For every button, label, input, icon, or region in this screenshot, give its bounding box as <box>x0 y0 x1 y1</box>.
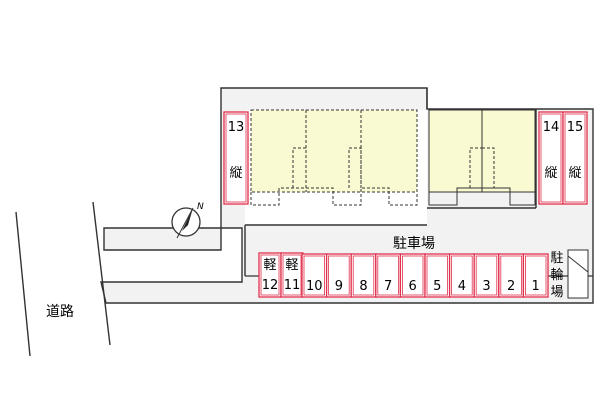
parking-space-14-inner <box>540 113 562 203</box>
parking-space-15-kind: 縦 <box>568 166 581 181</box>
parking-space-6-inner <box>401 255 424 296</box>
parking-space-7-inner <box>377 255 399 296</box>
parking-spaces: 13 縦 14 縦 15 縦軽 12 軽 11 10 9 8 7 6 5 4 3 2 1 <box>223 111 588 298</box>
building-west <box>250 109 418 206</box>
parking-space-5-inner <box>426 255 449 296</box>
north-arrow-icon: N <box>171 202 204 239</box>
bicycle-parking: 駐 輪 場 <box>550 249 589 300</box>
parking-space-3-box <box>473 253 500 298</box>
parking-space-14-number: 14 <box>543 120 560 135</box>
parking-space-10-box <box>301 253 328 298</box>
north-letter: N <box>197 202 204 212</box>
parking-space-7-number: 7 <box>384 279 392 294</box>
parking-space-1-inner <box>525 255 547 296</box>
parking-space-8-box <box>350 253 377 298</box>
parking-space-15-inner <box>564 113 586 203</box>
parking-space-9-inner <box>328 255 350 296</box>
parking-space-12-number: 12 <box>262 278 279 293</box>
parking-space-15: 15 縦 <box>562 111 588 205</box>
parking-space-4-inner <box>451 255 473 296</box>
parking-space-6-box <box>399 253 426 298</box>
parking-space-2: 2 <box>498 253 525 298</box>
parking-space-12-inner <box>260 254 280 296</box>
parking-space-12: 軽 12 <box>258 252 282 298</box>
parking-space-11-inner <box>282 254 302 296</box>
parking-space-14: 14 縦 <box>538 111 564 205</box>
parking-space-12-kind: 軽 <box>263 258 276 273</box>
parking-space-5-box <box>424 253 451 298</box>
parking-space-4: 4 <box>448 253 475 298</box>
road-label: 道路 <box>46 304 74 320</box>
parking-space-9: 9 <box>325 253 352 298</box>
parking-space-13-inner <box>225 113 247 203</box>
parking-space-11-kind: 軽 <box>285 258 298 273</box>
parking-space-6: 6 <box>399 253 426 298</box>
parking-space-15-box <box>562 111 588 205</box>
parking-space-13-box <box>223 111 249 205</box>
bicycle-parking-label-3: 場 <box>550 285 563 300</box>
parking-space-2-box <box>498 253 525 298</box>
parking-space-7-box <box>375 253 402 298</box>
parking-space-6-number: 6 <box>409 279 417 294</box>
parking-space-10: 10 <box>301 253 328 298</box>
parking-space-8-inner <box>352 255 375 296</box>
parking-space-1-box <box>522 253 549 298</box>
parking-label: 駐車場 <box>393 235 435 252</box>
parking-space-15-number: 15 <box>567 120 584 135</box>
parking-space-10-inner <box>303 255 326 296</box>
bicycle-parking-label-1: 駐 <box>550 251 563 266</box>
parking-space-7: 7 <box>375 253 402 298</box>
parking-space-13-number: 13 <box>228 120 245 135</box>
parking-space-2-number: 2 <box>507 279 515 294</box>
parking-space-4-number: 4 <box>458 279 466 294</box>
parking-space-10-number: 10 <box>306 279 323 294</box>
parking-space-11-number: 11 <box>284 278 301 293</box>
parking-space-14-kind: 縦 <box>544 166 557 181</box>
parking-space-3: 3 <box>473 253 500 298</box>
parking-space-13-kind: 縦 <box>229 166 242 181</box>
parking-space-3-number: 3 <box>482 279 490 294</box>
parking-space-5: 5 <box>424 253 451 298</box>
road-edge-east <box>92 201 111 346</box>
parking-space-14-box <box>538 111 564 205</box>
parking-space-9-number: 9 <box>335 279 343 294</box>
parking-space-5-number: 5 <box>433 279 441 294</box>
parking-space-2-inner <box>500 255 522 296</box>
road-edge-west <box>15 211 31 357</box>
parking-space-11: 軽 11 <box>280 252 304 298</box>
parking-space-3-inner <box>475 255 498 296</box>
parking-space-13: 13 縦 <box>223 111 249 205</box>
parking-space-1-number: 1 <box>532 279 540 294</box>
parking-space-8: 8 <box>350 253 377 298</box>
parking-space-8-number: 8 <box>359 279 367 294</box>
parking-space-1: 1 <box>522 253 549 298</box>
building-east <box>428 109 536 206</box>
bicycle-parking-label-2: 輪 <box>550 267 563 283</box>
